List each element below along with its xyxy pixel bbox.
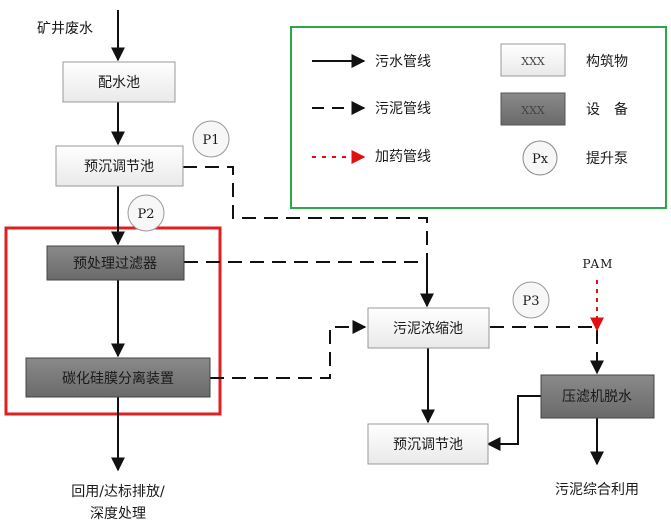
- legend-sludge-line-label: 污泥管线: [375, 101, 431, 117]
- legend-equipment-label: 设 备: [586, 101, 628, 118]
- sludge-use-label: 污泥综合利用: [555, 482, 639, 498]
- legend-frame: [290, 26, 667, 209]
- filter-press-box: 压滤机脱水: [540, 374, 655, 419]
- pretreatment-filter-box: 预处理过滤器: [46, 245, 185, 281]
- outlet-label-line2: 深度处理: [90, 506, 146, 522]
- legend-equipment-sample: XXX: [521, 104, 545, 117]
- pump-p2-label: P2: [137, 207, 154, 222]
- legend-structure-swatch: [500, 43, 566, 77]
- sludge-thickener-to-filterpress: [490, 326, 604, 375]
- sludge-membrane-to-thickener: [210, 320, 367, 379]
- legend-structure-label: 构筑物: [586, 54, 628, 70]
- pam-label: PAM: [583, 257, 614, 271]
- legend-dosing-line-label: 加药管线: [375, 149, 431, 165]
- sludge-filter-to-thickener: [184, 261, 434, 308]
- highlight-frame: [4, 226, 222, 416]
- flow-filterpress-to-preregulating-bottom: [486, 395, 550, 451]
- legend-equipment-swatch: [500, 92, 566, 126]
- sludge-preregulating-to-thickener: [183, 166, 428, 305]
- legend-sewage-line-label: 污水管线: [375, 54, 431, 70]
- legend-pump-label: 提升泵: [586, 151, 628, 167]
- pump-p3-label: P3: [522, 294, 539, 309]
- outlet-label-line1: 回用/达标排放/: [71, 484, 165, 500]
- distribution-tank-label: 配水池: [98, 75, 140, 91]
- filter-press-label: 压滤机脱水: [562, 389, 632, 405]
- mine-water-inlet-label: 矿井废水: [37, 21, 93, 37]
- pretreatment-filter-label: 预处理过滤器: [73, 256, 157, 272]
- sludge-thickener-box: 污泥浓缩池: [367, 307, 490, 349]
- preregulating-tank-top-box: 预沉调节池: [55, 145, 184, 187]
- legend-pump-sample: Px: [532, 152, 549, 167]
- preregulating-tank-bottom-box: 预沉调节池: [367, 423, 489, 465]
- pump-p1: P1: [192, 120, 230, 158]
- legend-structure-sample: XXX: [521, 55, 545, 68]
- pump-p3: P3: [512, 281, 550, 319]
- pump-p2: P2: [127, 194, 165, 232]
- sic-membrane-unit-label: 碳化硅膜分离装置: [62, 370, 174, 387]
- preregulating-tank-top-label: 预沉调节池: [84, 159, 154, 175]
- sic-membrane-unit-box: 碳化硅膜分离装置: [25, 357, 211, 398]
- pump-p1-label: P1: [202, 133, 219, 148]
- legend-pump-circle: [522, 140, 558, 176]
- preregulating-tank-bottom-label: 预沉调节池: [393, 437, 463, 453]
- sludge-thickener-label: 污泥浓缩池: [393, 321, 463, 337]
- distribution-tank-box: 配水池: [62, 61, 176, 103]
